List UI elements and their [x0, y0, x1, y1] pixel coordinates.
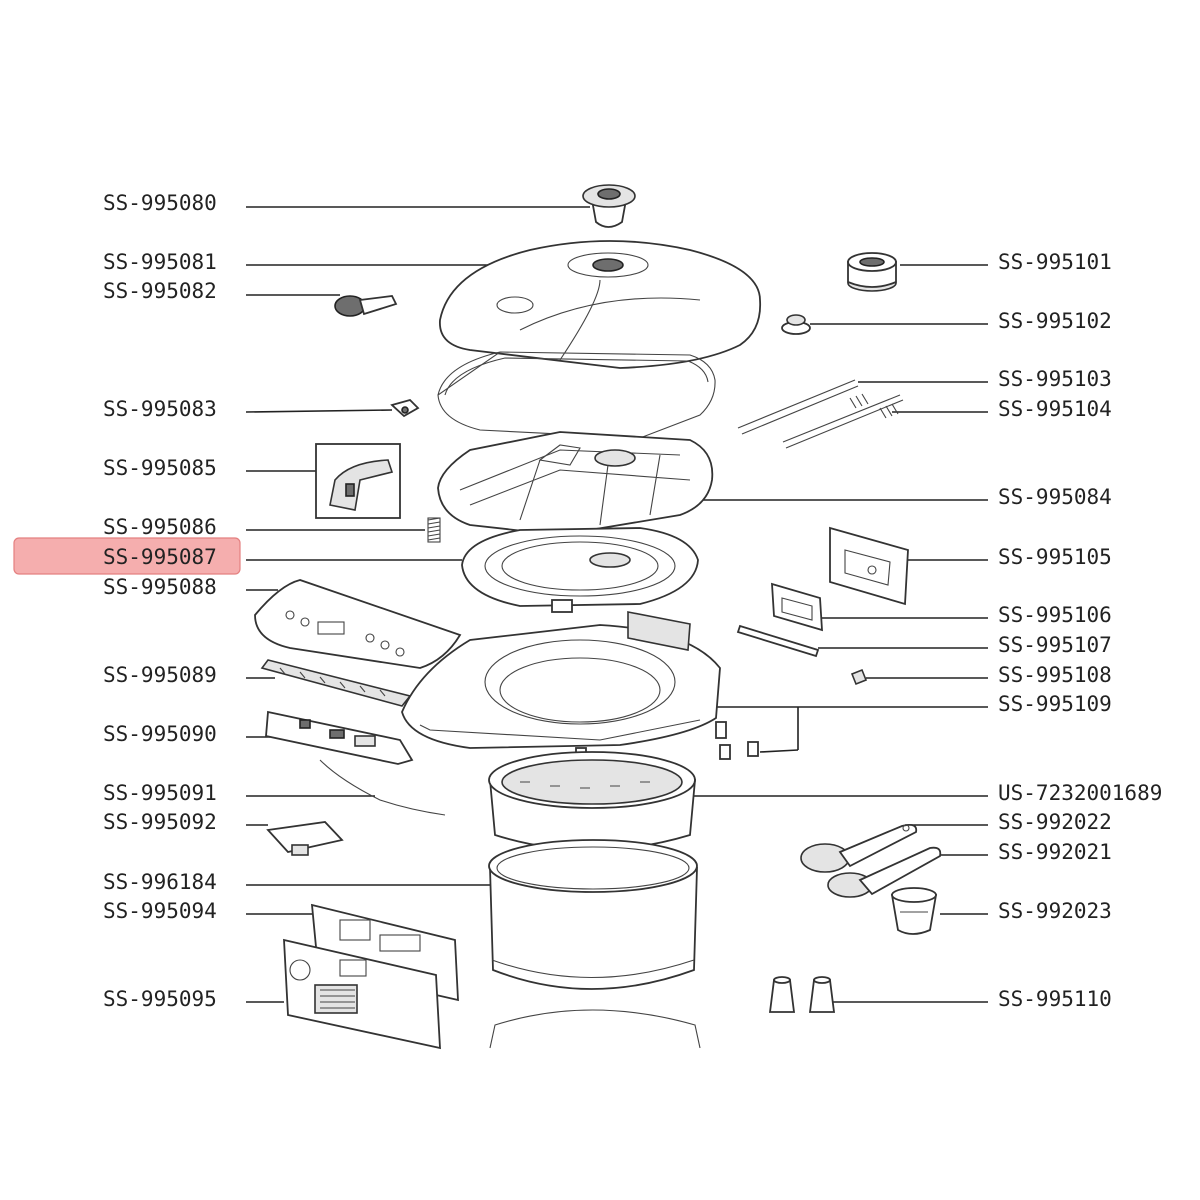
part-cable[interactable] [319, 759, 446, 816]
label-ss-995086[interactable]: SS-995086 [103, 515, 217, 539]
label-ss-995094[interactable]: SS-995094 [103, 899, 217, 923]
label-ss-995110[interactable]: SS-995110 [998, 987, 1112, 1011]
part-base [489, 1009, 701, 1049]
label-ss-995083[interactable]: SS-995083 [103, 397, 217, 421]
label-ss-995080[interactable]: SS-995080 [103, 191, 217, 215]
part-lid-gasket [437, 351, 716, 439]
label-ss-996184[interactable]: SS-996184 [103, 870, 217, 894]
label-ss-995091[interactable]: SS-995091 [103, 781, 217, 805]
label-ss-995108[interactable]: SS-995108 [998, 663, 1112, 687]
label-ss-995088[interactable]: SS-995088 [103, 575, 217, 599]
label-ss-992021[interactable]: SS-992021 [998, 840, 1112, 864]
label-ss-995109[interactable]: SS-995109 [998, 692, 1112, 716]
part-soup-ladle[interactable] [827, 846, 942, 898]
part-outer-lid[interactable] [439, 240, 762, 369]
part-knob[interactable] [582, 184, 636, 228]
part-control-pcb[interactable] [265, 710, 414, 765]
label-ss-995082[interactable]: SS-995082 [103, 279, 217, 303]
label-ss-995087[interactable]: SS-995087 [103, 545, 217, 569]
leader-lines-right [690, 264, 988, 1003]
part-latch[interactable] [390, 398, 420, 418]
part-spring[interactable] [427, 517, 441, 543]
part-button-strip[interactable] [260, 659, 412, 707]
label-ss-995095[interactable]: SS-995095 [103, 987, 217, 1011]
label-ss-995089[interactable]: SS-995089 [103, 663, 217, 687]
part-measuring-cup[interactable] [890, 887, 938, 935]
part-hinge-bracket[interactable] [771, 582, 823, 632]
label-ss-995081[interactable]: SS-995081 [103, 250, 217, 274]
label-ss-995105[interactable]: SS-995105 [998, 545, 1112, 569]
part-release-button[interactable] [334, 295, 398, 317]
part-control-overlay[interactable] [254, 579, 462, 669]
label-ss-992022[interactable]: SS-992022 [998, 810, 1112, 834]
part-pin[interactable] [736, 624, 820, 658]
part-hinge-rods[interactable] [737, 379, 904, 449]
part-outer-bowl[interactable] [488, 839, 698, 990]
label-us-7232001689[interactable]: US-7232001689 [998, 781, 1162, 805]
part-small-board[interactable] [266, 821, 344, 856]
part-rice-spoon[interactable] [800, 823, 918, 873]
part-bracket-plate[interactable] [829, 526, 909, 606]
leader-lines-left [245, 206, 590, 1003]
label-ss-995090[interactable]: SS-995090 [103, 722, 217, 746]
part-feet[interactable] [768, 976, 836, 1013]
label-ss-995107[interactable]: SS-995107 [998, 633, 1112, 657]
label-ss-995104[interactable]: SS-995104 [998, 397, 1112, 421]
label-ss-995102[interactable]: SS-995102 [998, 309, 1112, 333]
part-handle-box[interactable] [315, 443, 401, 519]
part-nut[interactable] [850, 668, 868, 686]
part-power-board-main[interactable] [283, 938, 441, 1050]
label-ss-992023[interactable]: SS-992023 [998, 899, 1112, 923]
label-ss-995103[interactable]: SS-995103 [998, 367, 1112, 391]
part-valve-cap[interactable] [847, 252, 897, 292]
label-ss-995101[interactable]: SS-995101 [998, 250, 1112, 274]
part-inner-bowl[interactable] [488, 751, 696, 851]
part-inner-plate[interactable] [461, 527, 699, 613]
selected-part-highlight[interactable] [13, 537, 241, 575]
label-ss-995084[interactable]: SS-995084 [998, 485, 1112, 509]
label-ss-995092[interactable]: SS-995092 [103, 810, 217, 834]
part-inner-lid-frame[interactable] [437, 431, 714, 536]
label-ss-995085[interactable]: SS-995085 [103, 456, 217, 480]
part-grommet[interactable] [781, 314, 811, 335]
label-ss-995106[interactable]: SS-995106 [998, 603, 1112, 627]
part-housing-top[interactable] [401, 611, 759, 771]
